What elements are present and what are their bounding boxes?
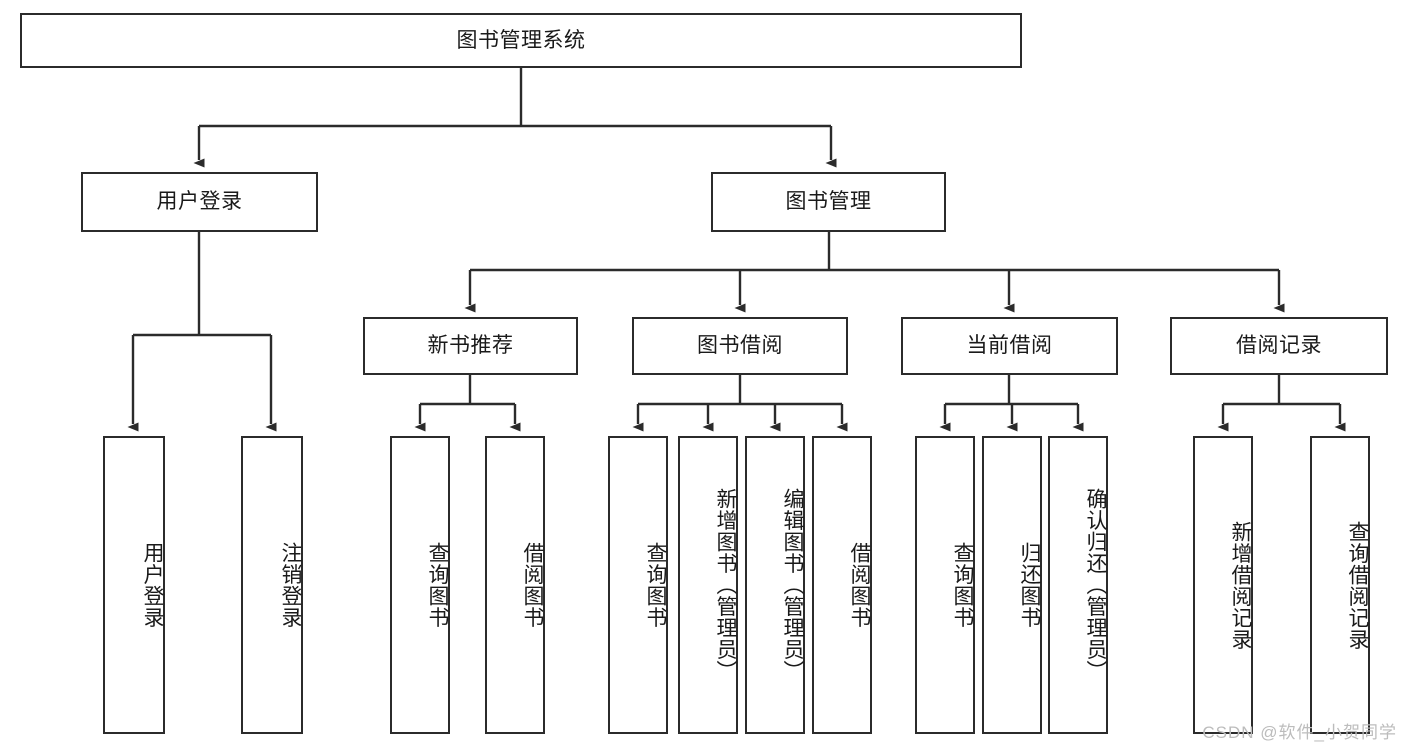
node-user-login-label: 用户登录 xyxy=(156,190,243,214)
node-current-borrow[interactable]: 当前借阅 xyxy=(901,317,1118,375)
node-leaf-borrow-edit-book[interactable]: 编辑图书（管理员） xyxy=(745,436,805,734)
node-leaf-cur-confirm-return-label: 确认归还（管理员） xyxy=(1084,488,1107,682)
node-leaf-rec-query-record-label: 查询借阅记录 xyxy=(1346,520,1369,650)
node-leaf-rec-borrow-book-label: 借阅图书 xyxy=(521,542,544,628)
node-borrow-record[interactable]: 借阅记录 xyxy=(1170,317,1388,375)
node-book-borrow-label: 图书借阅 xyxy=(697,334,783,358)
node-leaf-cur-query-book-label: 查询图书 xyxy=(951,542,974,628)
node-root[interactable]: 图书管理系统 xyxy=(20,13,1022,68)
node-new-book-rec[interactable]: 新书推荐 xyxy=(363,317,578,375)
node-leaf-cur-query-book[interactable]: 查询图书 xyxy=(915,436,975,734)
node-book-manage[interactable]: 图书管理 xyxy=(711,172,946,232)
node-user-login[interactable]: 用户登录 xyxy=(81,172,318,232)
node-leaf-rec-add-record[interactable]: 新增借阅记录 xyxy=(1193,436,1253,734)
node-borrow-record-label: 借阅记录 xyxy=(1236,334,1322,358)
node-leaf-rec-query-record[interactable]: 查询借阅记录 xyxy=(1310,436,1370,734)
node-book-manage-label: 图书管理 xyxy=(785,190,872,214)
node-new-book-rec-label: 新书推荐 xyxy=(427,334,514,358)
node-leaf-borrow-query-book-label: 查询图书 xyxy=(644,542,667,628)
node-leaf-user-login[interactable]: 用户登录 xyxy=(103,436,165,734)
node-leaf-cur-confirm-return[interactable]: 确认归还（管理员） xyxy=(1048,436,1108,734)
node-leaf-borrow-lend-book[interactable]: 借阅图书 xyxy=(812,436,872,734)
node-leaf-user-logout[interactable]: 注销登录 xyxy=(241,436,303,734)
node-root-label: 图书管理系统 xyxy=(456,28,586,52)
watermark: CSDN @软件_小贺同学 xyxy=(1202,723,1397,742)
node-leaf-cur-return-book-label: 归还图书 xyxy=(1018,542,1041,628)
node-leaf-rec-query-book-label: 查询图书 xyxy=(426,542,449,628)
node-leaf-rec-query-book[interactable]: 查询图书 xyxy=(390,436,450,734)
node-leaf-rec-borrow-book[interactable]: 借阅图书 xyxy=(485,436,545,734)
node-book-borrow[interactable]: 图书借阅 xyxy=(632,317,848,375)
node-leaf-borrow-lend-book-label: 借阅图书 xyxy=(848,542,871,628)
node-leaf-cur-return-book[interactable]: 归还图书 xyxy=(982,436,1042,734)
node-leaf-rec-add-record-label: 新增借阅记录 xyxy=(1229,520,1252,650)
node-current-borrow-label: 当前借阅 xyxy=(966,334,1053,358)
node-leaf-user-logout-label: 注销登录 xyxy=(279,542,302,628)
node-leaf-borrow-add-book[interactable]: 新增图书（管理员） xyxy=(678,436,738,734)
node-leaf-borrow-edit-book-label: 编辑图书（管理员） xyxy=(781,488,804,682)
node-leaf-user-login-label: 用户登录 xyxy=(141,542,164,628)
node-leaf-borrow-add-book-label: 新增图书（管理员） xyxy=(714,488,737,682)
node-leaf-borrow-query-book[interactable]: 查询图书 xyxy=(608,436,668,734)
